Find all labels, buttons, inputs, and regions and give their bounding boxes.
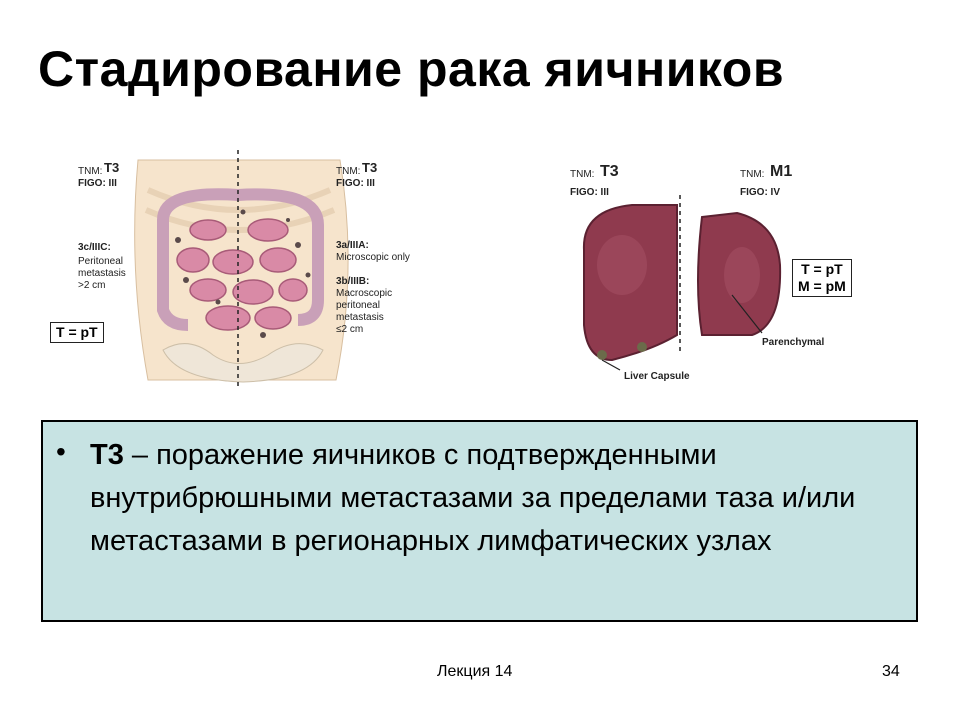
abdomen-drawing xyxy=(134,150,349,390)
bullet-dot: • xyxy=(56,436,66,467)
liver-tnm-value-left: T3 xyxy=(600,163,619,180)
tnm-prefix-right: TNM: xyxy=(336,166,361,177)
definition-lead: T3 xyxy=(90,439,124,471)
figo-left: FIGO: III xyxy=(78,178,117,189)
stage-3b-desc-4: ≤2 cm xyxy=(336,324,364,335)
slide-title: Стадирование рака яичников xyxy=(38,41,785,97)
stage-3c-desc-3: >2 cm xyxy=(78,280,106,291)
liver-figo-right: FIGO: IV xyxy=(740,187,780,198)
t-equals-pt-box: T = pT xyxy=(50,322,104,343)
stage-3b-desc-3: metastasis xyxy=(336,312,384,323)
stage-3a-desc: Microscopic only xyxy=(336,252,410,263)
liver-capsule-label: Liver Capsule xyxy=(624,371,690,382)
tm-box-line-2: M = pM xyxy=(798,278,846,294)
stage-3b-desc-1: Macroscopic xyxy=(336,288,393,299)
liver-tnm-prefix-left: TNM: xyxy=(570,169,595,180)
liver-drawing xyxy=(582,195,782,371)
tnm-value-right: T3 xyxy=(362,160,378,175)
parenchymal-label: Parenchymal xyxy=(762,337,825,348)
tnm-value-left: T3 xyxy=(104,160,120,175)
liver-tnm-prefix-right: TNM: xyxy=(740,169,765,180)
tm-box-line-1: T = pT xyxy=(801,261,843,277)
tnm-prefix-left: TNM: xyxy=(78,166,103,177)
stage-3a-label: 3a/IIIA: xyxy=(336,240,369,251)
liver-tnm-value-right: M1 xyxy=(770,163,793,180)
liver-illustration: TNM: T3 FIGO: III TNM: M1 FIGO: IV T = p… xyxy=(562,155,874,390)
definition-box: • T3 – поражение яичников с подтвержденн… xyxy=(41,420,918,622)
stage-3b-label: 3b/IIIB: xyxy=(336,276,370,287)
stage-3b-desc-2: peritoneal xyxy=(336,300,380,311)
stage-3c-label: 3c/IIIC: xyxy=(78,242,111,253)
footer-lecture: Лекция 14 xyxy=(437,663,513,680)
definition-body: – поражение яичников с подтвержденными в… xyxy=(90,439,856,557)
page-number: 34 xyxy=(882,663,900,680)
figo-right: FIGO: III xyxy=(336,178,375,189)
abdomen-illustration: TNM: T3 FIGO: III 3c/IIIC: Peritoneal me… xyxy=(50,150,414,390)
stage-3c-desc-2: metastasis xyxy=(78,268,126,279)
tm-box: T = pT M = pM xyxy=(792,259,852,297)
definition-text: T3 – поражение яичников с подтвержденным… xyxy=(90,434,905,563)
liver-figo-left: FIGO: III xyxy=(570,187,609,198)
stage-3c-desc-1: Peritoneal xyxy=(78,256,124,267)
